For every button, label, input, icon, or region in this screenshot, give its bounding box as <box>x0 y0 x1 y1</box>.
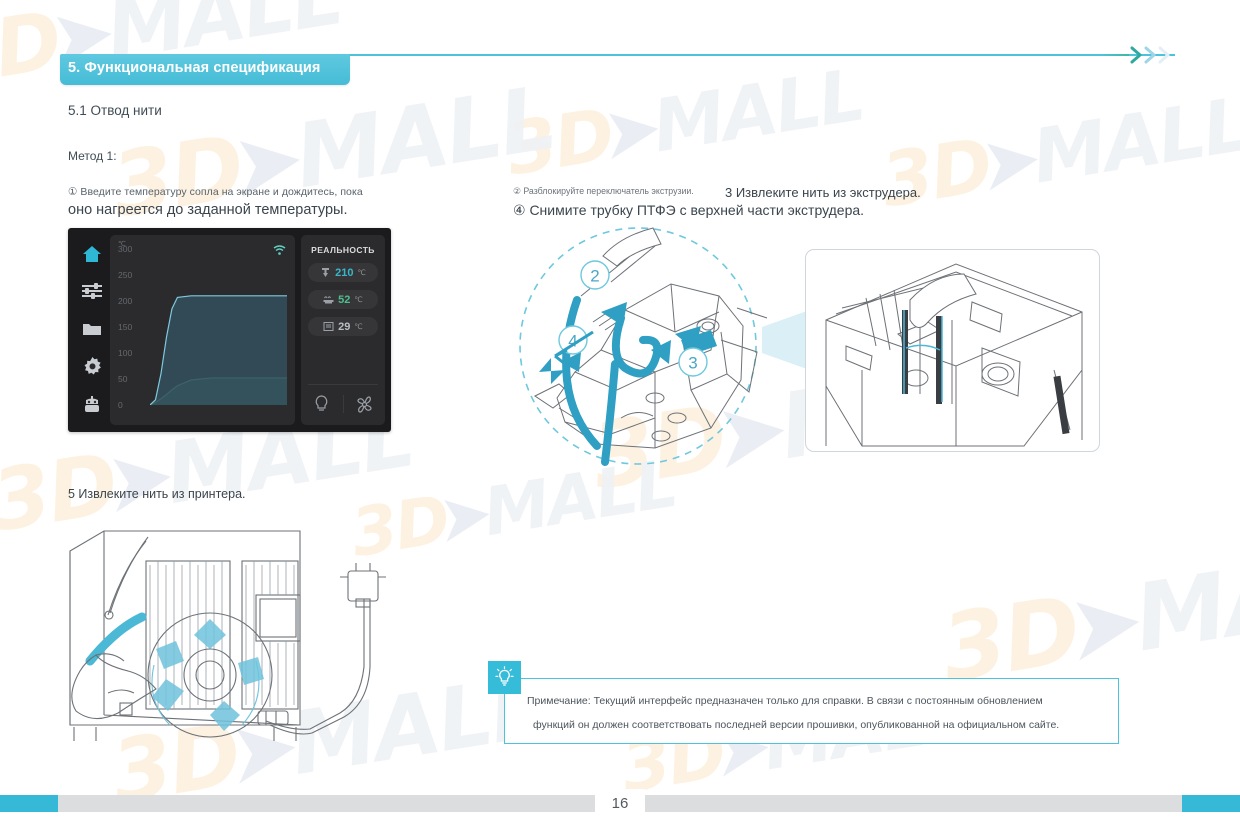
watermark: 3D➤MALL <box>0 0 348 104</box>
chamber-temperature-readout[interactable]: 29 ℃ <box>308 317 378 336</box>
subsection-title: 5.1 Отвод нити <box>68 103 162 118</box>
step-3-text: 3 Извлеките нить из экструдера. <box>725 185 921 200</box>
nozzle-temperature-value: 210 <box>335 266 354 279</box>
zoom-beam <box>762 307 818 373</box>
footer-cap-left <box>0 795 58 812</box>
step-5-text: 5 Извлеките нить из принтера. <box>68 487 246 501</box>
callout-2: 2 <box>590 267 599 286</box>
readout-panel-title: РЕАЛЬНОСТЬ <box>311 245 375 255</box>
footer-bar-left <box>58 795 595 812</box>
note-line-2: функций он должен соответствовать послед… <box>533 719 1060 731</box>
step-2-text: ② Разблокируйте переключатель экструзии. <box>513 186 694 196</box>
light-toggle-button[interactable] <box>301 394 343 414</box>
chart-y-tick: 300 <box>118 244 133 254</box>
sliders-icon[interactable] <box>82 281 103 302</box>
chart-y-tick: 0 <box>118 400 123 410</box>
folder-icon[interactable] <box>82 319 103 340</box>
bed-icon <box>323 296 334 304</box>
wifi-icon <box>273 243 286 261</box>
robot-icon[interactable] <box>82 394 103 415</box>
callout-3: 3 <box>688 354 697 373</box>
chart-y-tick: 200 <box>118 296 133 306</box>
chevron-right-icon <box>1130 46 1170 64</box>
bed-temperature-readout[interactable]: 52 ℃ <box>308 290 378 309</box>
divider <box>342 395 344 413</box>
step-1-text-small: ① Введите температуру сопла на экране и … <box>68 186 363 198</box>
divider <box>308 384 378 385</box>
watermark: 3D➤MALL <box>875 81 1240 225</box>
note-box: Примечание: Текущий интерфейс предназнач… <box>504 678 1119 744</box>
note-icon-badge <box>488 661 521 694</box>
extruder-detail-illustration: 2 4 3 <box>519 227 768 466</box>
nozzle-icon <box>322 268 330 277</box>
step-1-text-large: оно нагреется до заданной температуры. <box>68 202 348 218</box>
page-number: 16 <box>595 789 645 818</box>
light-bulb-icon <box>495 666 514 686</box>
watermark: 3D➤MALL <box>934 524 1240 703</box>
home-icon[interactable] <box>82 243 103 264</box>
screen-nav <box>74 235 110 425</box>
chamber-icon <box>323 322 334 331</box>
fan-icon <box>357 395 372 413</box>
printer-touchscreen[interactable]: ℃ 300 250 200 150 100 50 0 РЕАЛЬНОСТЬ <box>68 228 391 432</box>
nozzle-temperature-readout[interactable]: 210 ℃ <box>308 263 378 282</box>
header-rule <box>200 54 1175 56</box>
watermark-prefix: 3D <box>500 92 619 192</box>
page-footer: 16 <box>0 789 1240 818</box>
chevron-decoration <box>1101 45 1182 65</box>
chart-y-tick: 150 <box>118 322 133 332</box>
callout-4: 4 <box>568 332 577 351</box>
screen-toggle-row <box>301 388 385 420</box>
section-title-tab: 5. Функциональная спецификация <box>60 54 350 85</box>
page-title: 5. Функциональная спецификация <box>68 60 321 76</box>
footer-cap-right <box>1182 795 1240 812</box>
temperature-chart-panel: ℃ 300 250 200 150 100 50 0 <box>110 235 295 425</box>
chamber-temperature-value: 29 <box>338 320 351 333</box>
bed-temperature-value: 52 <box>338 293 351 306</box>
method-label: Метод 1: <box>68 149 117 163</box>
note-line-1: Примечание: Текущий интерфейс предназнач… <box>527 695 1043 707</box>
watermark-suffix: MALL <box>647 52 869 169</box>
gear-icon[interactable] <box>82 356 103 377</box>
printer-back-view-illustration <box>69 530 386 741</box>
step-4-text: ④ Снимите трубку ПТФЭ с верхней части эк… <box>513 202 865 218</box>
nozzle-temperature-unit: ℃ <box>357 268 366 277</box>
chamber-temperature-unit: ℃ <box>354 322 363 331</box>
temperature-readout-panel: РЕАЛЬНОСТЬ 210 ℃ 52 ℃ <box>301 235 385 425</box>
chevron-line <box>1101 54 1129 56</box>
printer-top-view-illustration <box>805 249 1100 452</box>
light-bulb-icon <box>315 394 328 411</box>
chart-y-axis-label: ℃ <box>118 241 126 248</box>
footer-bar-right <box>645 795 1182 812</box>
chart-y-tick: 50 <box>118 374 128 384</box>
chart-y-tick: 250 <box>118 270 133 280</box>
chart-plot-area <box>150 249 287 405</box>
chart-y-tick: 100 <box>118 348 133 358</box>
watermark: 3D➤MALL <box>500 52 869 192</box>
fan-toggle-button[interactable] <box>344 395 386 413</box>
bed-temperature-unit: ℃ <box>354 295 363 304</box>
